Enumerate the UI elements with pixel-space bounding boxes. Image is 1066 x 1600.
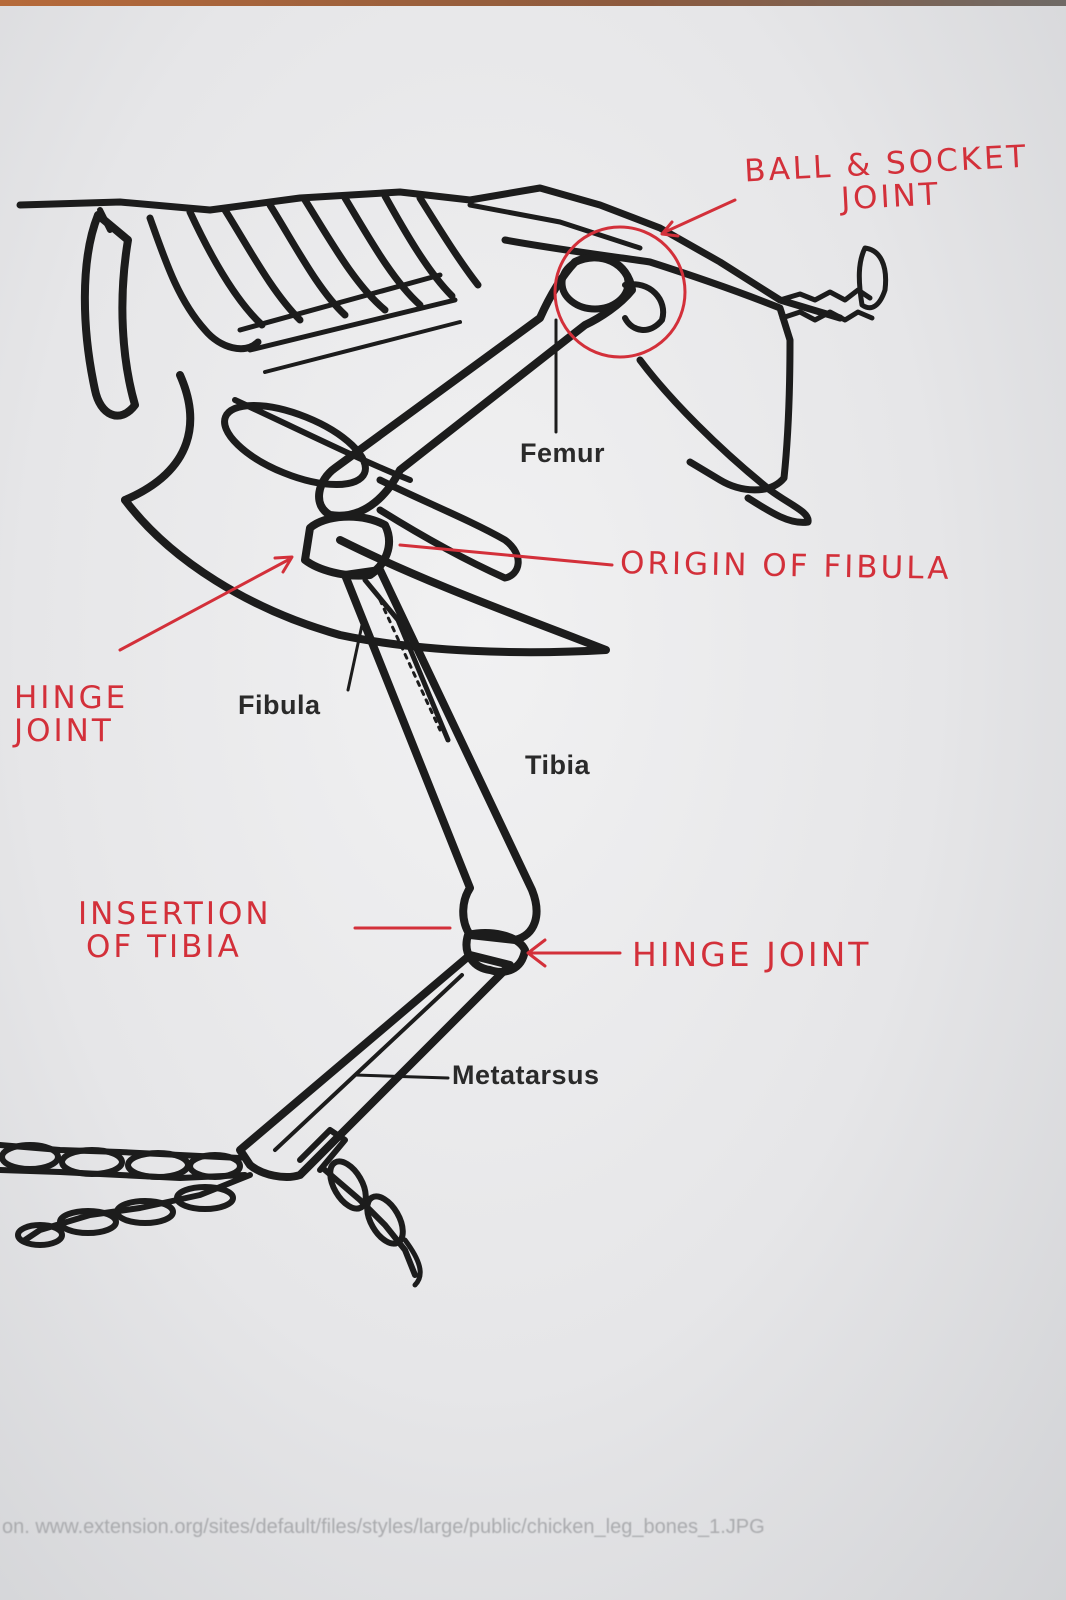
hinge-left-line2: JOINT (14, 712, 114, 749)
insertion-line2: OF TIBIA (86, 928, 242, 965)
fibula-leader (346, 623, 364, 692)
source-url-text: on. www.extension.org/sites/default/file… (2, 1516, 765, 1538)
origin-fibula-annotation: ORIGIN OF FIBULA (619, 545, 952, 587)
tail-vertebrae (777, 245, 889, 323)
coracoid-oval (221, 401, 369, 489)
sternum-plate (232, 397, 413, 483)
tibia-bone (341, 566, 541, 944)
acetabulum (622, 281, 667, 333)
hinge-left-arrowhead (273, 555, 294, 574)
ball-socket-arrowhead (660, 220, 680, 238)
sternum-upper (121, 371, 195, 504)
origin-fibula-line (398, 543, 614, 567)
hinge-joint-left-annotation: HINGE JOINT (14, 682, 128, 747)
metatarsus-leader (353, 1073, 450, 1080)
back-line (467, 202, 643, 251)
toe-bones (0, 1127, 423, 1288)
fibula-dots (378, 598, 442, 732)
hinge-left-line1: HINGE (14, 680, 129, 716)
ischium (636, 356, 812, 526)
knee-joint (301, 512, 393, 580)
hinge-joint-right-annotation: HINGE JOINT (632, 935, 872, 974)
hock-joint (462, 929, 529, 976)
table-edge (0, 0, 1066, 6)
hinge-right-arrowhead (526, 938, 547, 968)
ball-socket-circle (553, 225, 687, 359)
metatarsus-bone (236, 951, 514, 1181)
scapula (80, 211, 139, 420)
insertion-tibia-annotation: INSERTION OF TIBIA (78, 898, 272, 963)
metatarsus-inner (273, 973, 464, 1152)
tibia-label: Tibia (525, 750, 591, 780)
femur-head (558, 253, 632, 313)
ribs (97, 192, 482, 374)
sternum-keel (121, 496, 610, 657)
metatarsus-label: Metatarsus (452, 1060, 600, 1090)
insertion-line1: INSERTION (78, 896, 272, 932)
fibula-bone (362, 577, 451, 743)
hinge-left-arrow (118, 558, 290, 652)
ball-socket-arrow (663, 198, 737, 234)
pubis-blade (376, 476, 522, 582)
fibula-label: Fibula (238, 690, 321, 720)
body-outline (16, 184, 844, 322)
femur-label: Femur (520, 438, 606, 468)
